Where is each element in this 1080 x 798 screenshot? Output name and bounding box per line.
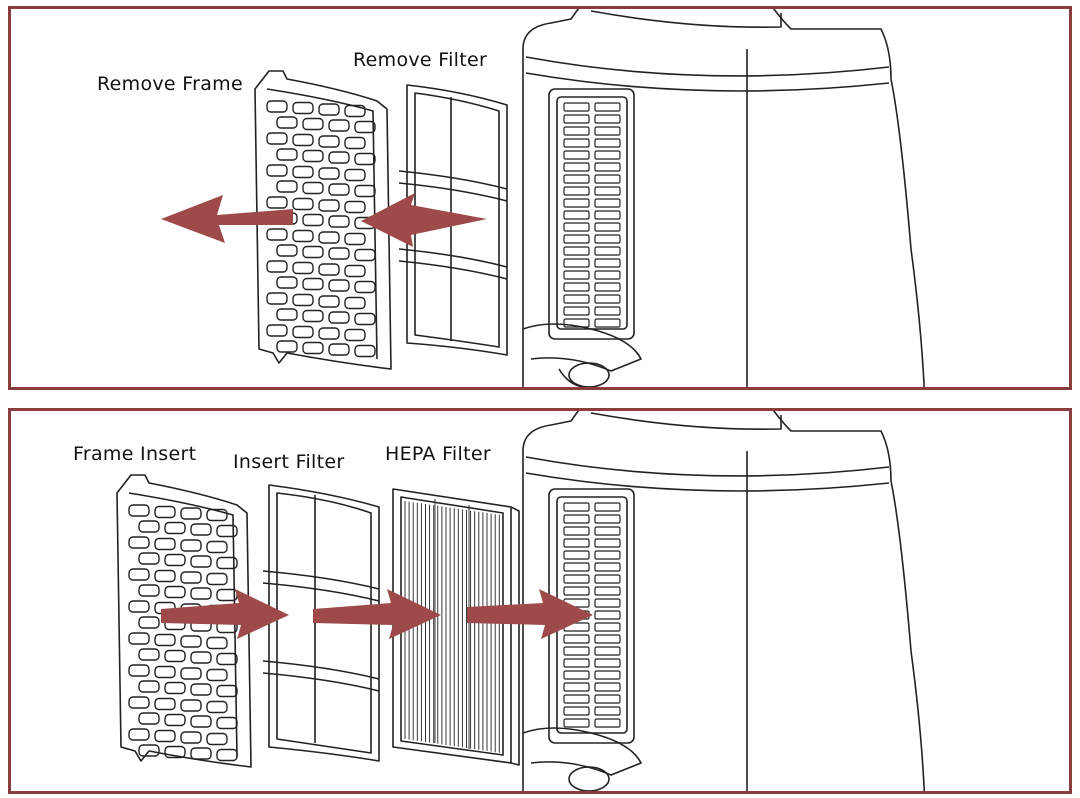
remove-frame-label: Remove Frame (97, 73, 243, 95)
air-purifier-unit (522, 411, 926, 791)
front-frame (116, 474, 252, 768)
purifier-grille (563, 502, 621, 728)
insertion-panel: Frame Insert Insert Filter HEPA Filter (8, 408, 1072, 794)
hepa-pleats (404, 499, 500, 753)
front-frame (254, 70, 392, 370)
filter-insert-arrow (313, 589, 441, 639)
insertion-illustration (116, 411, 926, 791)
arrows (161, 589, 593, 639)
frame-insert-arrow (161, 589, 289, 639)
purifier-grille (563, 102, 621, 328)
frame-cells (266, 100, 376, 358)
arrows (161, 193, 487, 247)
hepa-filter-label: HEPA Filter (385, 443, 491, 465)
removal-panel: Remove Frame Remove Filter (8, 6, 1072, 390)
remove-frame-arrow (161, 195, 293, 243)
removal-illustration (161, 9, 925, 387)
remove-filter-label: Remove Filter (353, 49, 488, 71)
air-purifier-unit (522, 9, 925, 387)
insert-filter-label: Insert Filter (233, 451, 345, 473)
pre-filter (398, 84, 508, 356)
frame-cells (128, 504, 238, 762)
remove-filter-arrow (361, 193, 487, 247)
hepa-insert-arrow (467, 589, 593, 639)
frame-insert-label: Frame Insert (73, 443, 197, 465)
